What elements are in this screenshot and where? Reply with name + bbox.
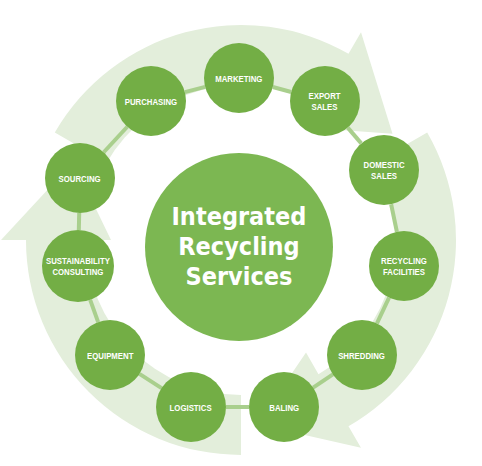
service-label: SHREDDING xyxy=(339,350,386,361)
recycle-arrow xyxy=(55,25,393,163)
service-circle: PURCHASING xyxy=(116,66,186,136)
service-label: SOURCING xyxy=(59,173,101,184)
service-circle: MARKETING xyxy=(204,43,274,113)
service-label: RECYCLING FACILITIES xyxy=(381,255,427,277)
service-circle: RECYCLING FACILITIES xyxy=(369,231,439,301)
ring-connector xyxy=(90,300,98,322)
service-circle: BALING xyxy=(249,372,319,442)
recycle-arrows xyxy=(0,25,482,466)
service-label: DOMESTIC SALES xyxy=(363,159,404,181)
service-label: SUSTAINABILITY CONSULTING xyxy=(46,255,110,277)
ring-connector xyxy=(226,405,249,409)
service-circle: DOMESTIC SALES xyxy=(349,135,419,205)
service-circle: SOURCING xyxy=(45,143,115,213)
service-circle: EXPORT SALES xyxy=(290,66,360,136)
service-label: EQUIPMENT xyxy=(87,350,133,361)
central-title: Integrated Recycling Services xyxy=(172,202,307,292)
service-circle: LOGISTICS xyxy=(156,372,226,442)
central-circle: Integrated Recycling Services xyxy=(145,153,333,341)
ring-connector xyxy=(77,213,81,230)
service-label: MARKETING xyxy=(215,73,262,84)
service-circle: EQUIPMENT xyxy=(75,320,145,390)
service-circle: SHREDDING xyxy=(327,320,397,390)
ring-connector xyxy=(348,128,362,144)
ring-connector xyxy=(313,374,333,387)
service-label: LOGISTICS xyxy=(170,402,212,413)
ring-connector xyxy=(185,87,205,92)
ring-connector xyxy=(139,374,161,388)
ring-connector xyxy=(377,298,389,324)
ring-connector xyxy=(104,127,128,153)
service-label: EXPORT SALES xyxy=(309,90,341,112)
ring-connector xyxy=(273,87,291,92)
service-circle: SUSTAINABILITY CONSULTING xyxy=(42,230,114,302)
ring-connector xyxy=(391,204,397,231)
service-label: BALING xyxy=(269,402,299,413)
service-label: PURCHASING xyxy=(125,96,177,107)
